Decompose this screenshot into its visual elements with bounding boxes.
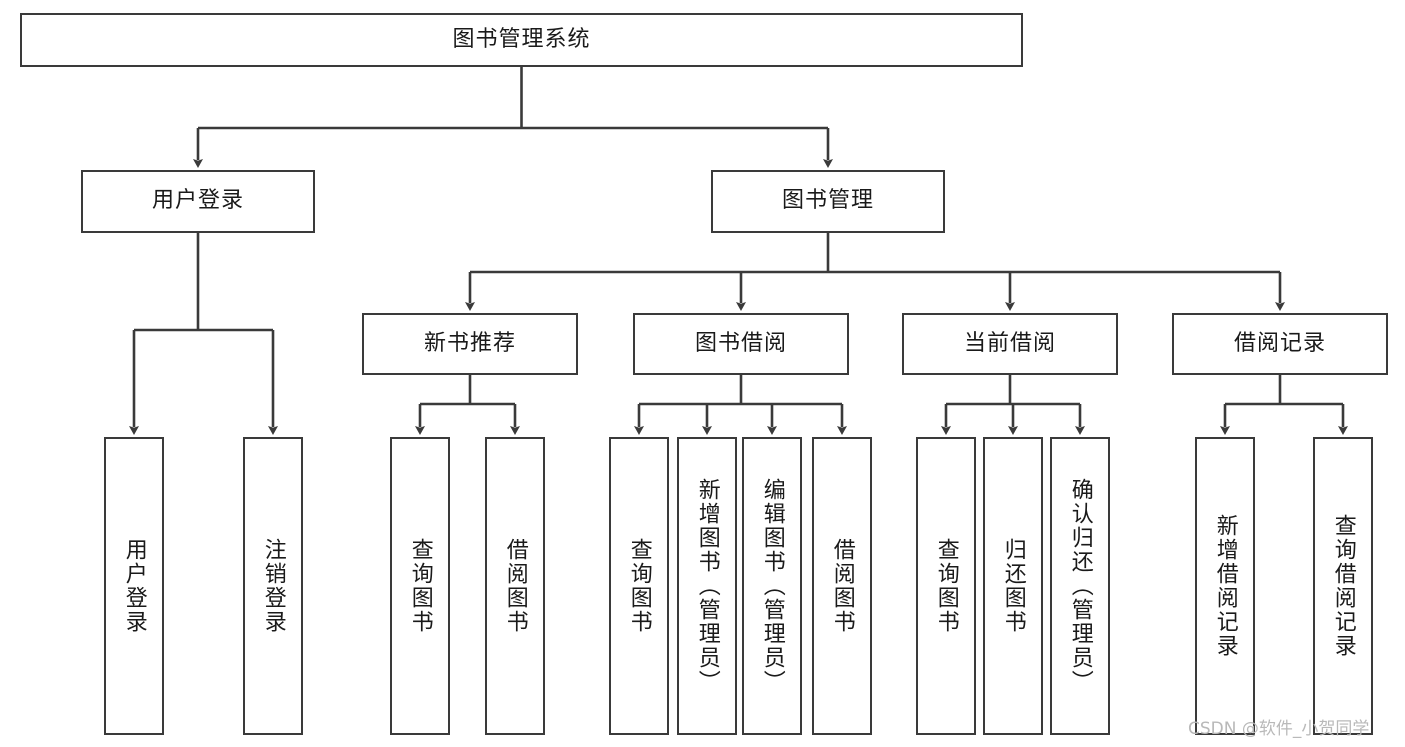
node-leaf-edit-book[interactable]: 编辑图书（管理员）	[742, 437, 802, 735]
node-user-login-label: 用户登录	[151, 188, 244, 214]
node-leaf-edit-book-label: 编辑图书（管理员）	[759, 478, 785, 694]
node-leaf-user-login-label: 用户登录	[121, 538, 147, 634]
node-leaf-confirm-return-label: 确认归还（管理员）	[1067, 478, 1093, 694]
node-leaf-borrow-book-2[interactable]: 借阅图书	[812, 437, 872, 735]
node-leaf-query-book-3-label: 查询图书	[933, 538, 959, 634]
node-leaf-add-book[interactable]: 新增图书（管理员）	[677, 437, 737, 735]
node-leaf-borrow-book-1-label: 借阅图书	[502, 538, 528, 634]
node-leaf-query-book-2-label: 查询图书	[626, 538, 652, 634]
node-current-borrow[interactable]: 当前借阅	[902, 313, 1118, 375]
node-leaf-query-book-3[interactable]: 查询图书	[916, 437, 976, 735]
node-leaf-user-login[interactable]: 用户登录	[104, 437, 164, 735]
node-root[interactable]: 图书管理系统	[20, 13, 1023, 67]
node-borrow-record[interactable]: 借阅记录	[1172, 313, 1388, 375]
node-leaf-add-book-label: 新增图书（管理员）	[694, 478, 720, 694]
node-leaf-add-record[interactable]: 新增借阅记录	[1195, 437, 1255, 735]
node-borrow-record-label: 借阅记录	[1233, 330, 1326, 356]
node-new-book-recommend[interactable]: 新书推荐	[362, 313, 578, 375]
node-current-borrow-label: 当前借阅	[963, 330, 1056, 356]
node-leaf-return-book[interactable]: 归还图书	[983, 437, 1043, 735]
node-root-label: 图书管理系统	[452, 26, 591, 52]
node-book-manage-label: 图书管理	[781, 188, 874, 214]
watermark-text: CSDN @软件_小贺同学	[1188, 719, 1370, 739]
node-user-login[interactable]: 用户登录	[81, 170, 315, 233]
node-leaf-query-record-label: 查询借阅记录	[1330, 514, 1356, 658]
node-leaf-query-book-1-label: 查询图书	[407, 538, 433, 634]
node-leaf-logout[interactable]: 注销登录	[243, 437, 303, 735]
node-book-borrow[interactable]: 图书借阅	[633, 313, 849, 375]
node-leaf-logout-label: 注销登录	[260, 538, 286, 634]
node-leaf-confirm-return[interactable]: 确认归还（管理员）	[1050, 437, 1110, 735]
node-leaf-return-book-label: 归还图书	[1000, 538, 1026, 634]
node-book-borrow-label: 图书借阅	[694, 330, 787, 356]
node-book-manage[interactable]: 图书管理	[711, 170, 945, 233]
node-leaf-borrow-book-2-label: 借阅图书	[829, 538, 855, 634]
node-new-book-recommend-label: 新书推荐	[423, 330, 516, 356]
node-leaf-add-record-label: 新增借阅记录	[1212, 514, 1238, 658]
node-leaf-query-book-2[interactable]: 查询图书	[609, 437, 669, 735]
node-leaf-query-record[interactable]: 查询借阅记录	[1313, 437, 1373, 735]
node-leaf-query-book-1[interactable]: 查询图书	[390, 437, 450, 735]
node-leaf-borrow-book-1[interactable]: 借阅图书	[485, 437, 545, 735]
